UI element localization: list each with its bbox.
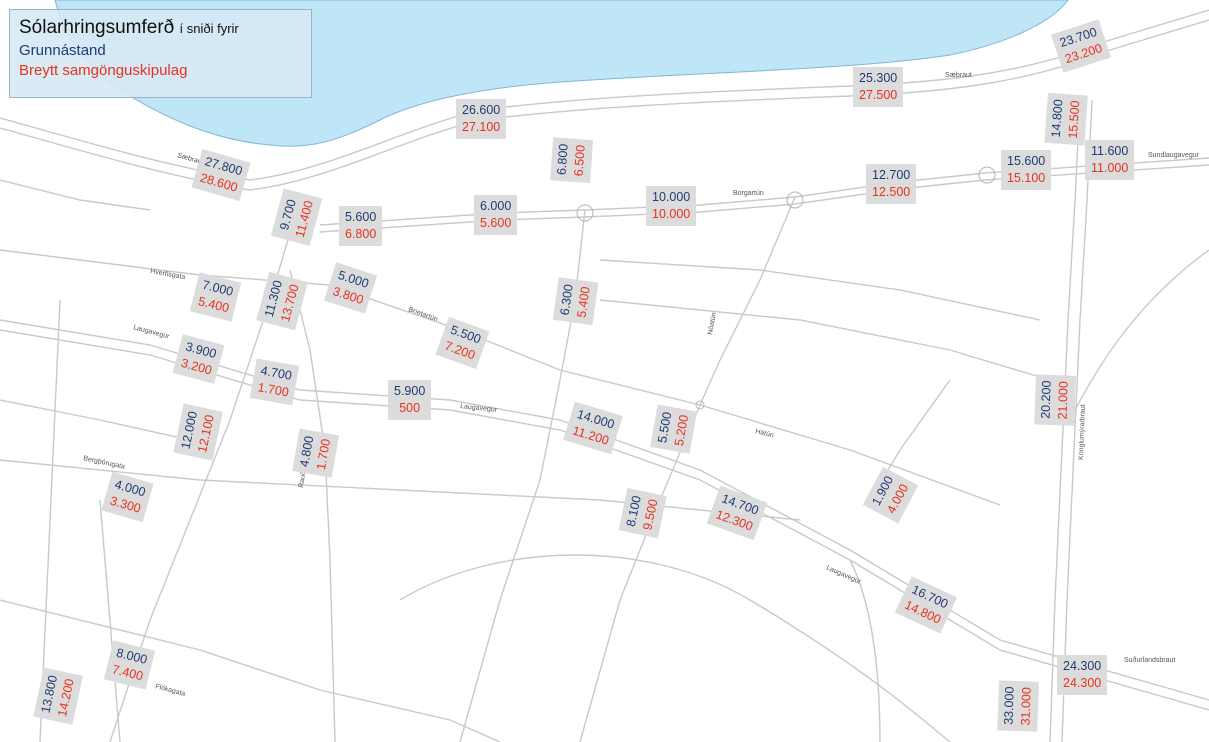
count-label: 25.300 27.500 (853, 67, 904, 107)
count-label: 24.300 24.300 (1057, 655, 1108, 695)
count-plan: 27.500 (859, 88, 898, 102)
count-plan: 10.000 (652, 207, 691, 221)
count-plan: 5.600 (480, 216, 512, 230)
count-label: 26.600 27.100 (456, 99, 507, 139)
roundabouts (576, 166, 996, 410)
street-name-borgartun: Borgartún (733, 190, 764, 197)
count-plan: 5.400 (574, 285, 593, 319)
count-base: 5.900 (394, 384, 426, 398)
count-base: 33.000 (1001, 686, 1017, 726)
count-plan: 500 (399, 401, 421, 415)
count-base: 12.700 (872, 168, 911, 182)
legend-plan-label: Breytt samgönguskipulag (19, 62, 188, 79)
street-name-sudurlandsbraut: Suðurlandsbraut (1124, 656, 1175, 664)
count-base: 25.300 (859, 71, 898, 85)
count-plan: 12.500 (872, 185, 911, 199)
count-label: 12.700 12.500 (866, 164, 917, 204)
count-base: 24.300 (1063, 659, 1102, 673)
legend-box: Sólarhringsumferð í sniði fyrir Grunnást… (9, 9, 312, 98)
street-name-laugavegur-mid: Laugavegur (460, 403, 498, 414)
street-name-kringlumyrarbraut: Kringlumýrarbraut (1078, 404, 1087, 460)
count-base: 20.200 (1038, 380, 1054, 420)
street-name-saebraut-east: Sæbraut (945, 72, 972, 79)
count-plan: 27.100 (462, 120, 501, 134)
legend-title-main: Sólarhringsumferð (19, 17, 175, 38)
count-plan: 31.000 (1018, 686, 1034, 726)
count-plan: 24.300 (1063, 676, 1102, 690)
count-label: 11.600 11.000 (1085, 140, 1135, 180)
street-name-raud: Rauð. (297, 469, 308, 489)
count-base: 11.600 (1091, 144, 1129, 158)
count-plan: 6.500 (571, 144, 588, 177)
count-plan: 15.100 (1007, 171, 1046, 185)
count-plan: 6.800 (345, 227, 377, 241)
count-plan: 21.000 (1055, 380, 1071, 420)
street-name-noatun: Nóatún (707, 312, 718, 336)
count-label: 5.900 500 (388, 380, 432, 420)
count-plan: 15.500 (1065, 99, 1083, 140)
count-label: 10.000 10.000 (646, 186, 697, 226)
legend-title: Sólarhringsumferð í sniði fyrir (19, 16, 311, 41)
legend-base-label: Grunnástand (19, 42, 106, 59)
count-base: 10.000 (652, 190, 691, 204)
legend-title-suffix: í sniði fyrir (179, 21, 239, 36)
count-base: 26.600 (462, 103, 501, 117)
count-base: 6.000 (480, 199, 512, 213)
count-label: 5.600 6.800 (339, 206, 383, 246)
street-name-sundlaugavegur: Sundlaugavegur (1148, 152, 1200, 159)
count-label: 6.000 5.600 (474, 195, 518, 235)
count-label: 15.600 15.100 (1001, 150, 1052, 190)
count-base: 5.600 (345, 210, 377, 224)
street-name-hatun: Hátún (755, 428, 775, 439)
count-base: 15.600 (1007, 154, 1046, 168)
count-plan: 11.000 (1091, 161, 1129, 175)
